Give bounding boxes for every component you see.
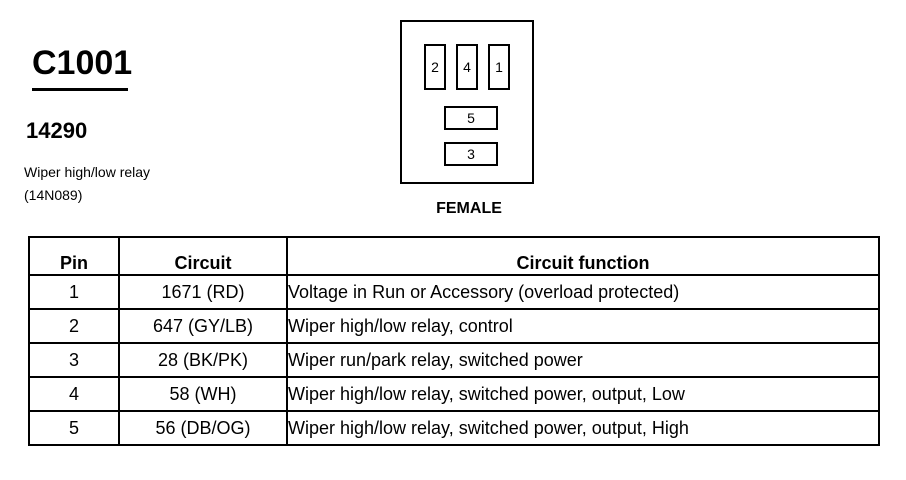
cell-circuit-function: Voltage in Run or Accessory (overload pr… [286, 274, 879, 309]
connector-id: C1001 [32, 44, 133, 82]
cell-pin: 3 [29, 342, 119, 377]
cell-circuit: 28 (BK/PK) [118, 342, 287, 377]
header-pin: Pin [29, 237, 119, 276]
pin-cavity-1: 1 [488, 44, 510, 90]
table-row: 1 1671 (RD) Voltage in Run or Accessory … [29, 274, 879, 309]
table-row: 5 56 (DB/OG) Wiper high/low relay, switc… [29, 410, 879, 445]
cell-circuit: 647 (GY/LB) [118, 308, 287, 343]
table-row: 3 28 (BK/PK) Wiper run/park relay, switc… [29, 342, 879, 377]
pinout-table: Pin Circuit Circuit function 1 1671 (RD)… [28, 236, 880, 446]
cell-pin: 1 [29, 274, 119, 309]
component-part-number: (14N089) [24, 187, 83, 203]
pin-cavity-5: 5 [444, 106, 498, 130]
cell-circuit: 1671 (RD) [118, 274, 287, 309]
connector-face-diagram: 2 4 1 5 3 [400, 20, 534, 184]
cell-circuit-function: Wiper high/low relay, switched power, ou… [286, 410, 879, 445]
component-description: Wiper high/low relay [24, 164, 151, 180]
pin-cavity-3: 3 [444, 142, 498, 166]
table-header-row: Pin Circuit Circuit function [29, 237, 879, 276]
cell-circuit-function: Wiper high/low relay, switched power, ou… [286, 376, 879, 411]
header-circuit-function: Circuit function [286, 237, 879, 276]
connector-id-underline [32, 88, 128, 91]
cell-pin: 2 [29, 308, 119, 343]
cell-pin: 5 [29, 410, 119, 445]
cell-circuit: 58 (WH) [118, 376, 287, 411]
table-row: 4 58 (WH) Wiper high/low relay, switched… [29, 376, 879, 411]
cell-circuit-function: Wiper high/low relay, control [286, 308, 879, 343]
part-number: 14290 [26, 118, 88, 143]
pin-cavity-4: 4 [456, 44, 478, 90]
cell-pin: 4 [29, 376, 119, 411]
cell-circuit: 56 (DB/OG) [118, 410, 287, 445]
cell-circuit-function: Wiper run/park relay, switched power [286, 342, 879, 377]
table-row: 2 647 (GY/LB) Wiper high/low relay, cont… [29, 308, 879, 343]
connector-gender-label: FEMALE [436, 200, 502, 217]
pin-cavity-2: 2 [424, 44, 446, 90]
header-circuit: Circuit [118, 237, 287, 276]
